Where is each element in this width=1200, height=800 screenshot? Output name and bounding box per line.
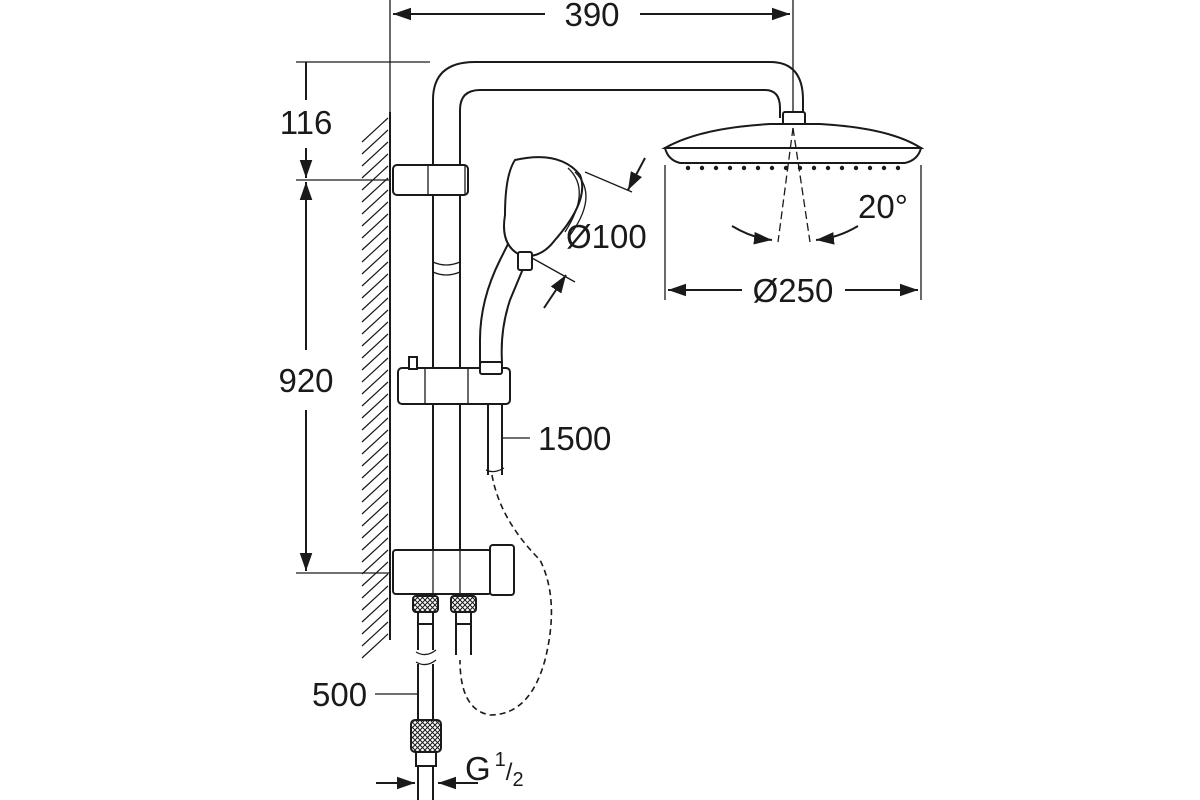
wall-hatch-line (361, 429, 389, 455)
nozzle-dot (825, 165, 831, 171)
hand-shower (479, 156, 587, 363)
wall-hatch-line (361, 261, 389, 287)
wall-hatch-line (361, 297, 389, 323)
nozzle-dot (867, 165, 873, 171)
nozzle-dot (727, 165, 733, 171)
wall-hatch-line (361, 465, 389, 491)
wall-hatch-line (361, 633, 389, 659)
label-500: 500 (312, 676, 367, 713)
dimension-hand-shower: Ø100 (531, 157, 647, 309)
wall-hatch-line (361, 585, 389, 611)
wall-hatch-line (361, 393, 389, 419)
shower-arm (432, 61, 804, 175)
nozzle-dot (713, 165, 719, 171)
riser-rail (432, 175, 461, 552)
wall-hatch-line (361, 153, 389, 179)
wall-hatch-line (361, 621, 389, 647)
wall-hatch-line (361, 201, 389, 227)
dimension-1500: 1500 (502, 420, 611, 457)
connection-nuts (412, 595, 477, 655)
wall-hatch-line (361, 285, 389, 311)
wall-hatch-line (361, 561, 389, 587)
diverter-body (392, 544, 515, 596)
wall-hatch-line (361, 177, 389, 203)
shower-hose (459, 404, 553, 716)
wall-hatch-line (361, 609, 389, 635)
wall-hatch-line (361, 369, 389, 395)
label-390: 390 (564, 0, 619, 33)
wall-hatch-line (361, 453, 389, 479)
wall-hatch-line (361, 237, 389, 263)
wall-hatch-line (361, 537, 389, 563)
nozzle-dot (811, 165, 817, 171)
wall-hatch-line (361, 345, 389, 371)
wall-hatch-line (361, 597, 389, 623)
wall-hatch-line (361, 573, 389, 599)
wall-hatch-line (361, 129, 389, 155)
nozzle-dot (699, 165, 705, 171)
dimension-head-shower: Ø250 20° (664, 165, 922, 309)
nozzle-dot (769, 165, 775, 171)
label-920: 920 (278, 362, 333, 399)
wall-hatch-line (361, 249, 389, 275)
wall-hatch-line (361, 549, 389, 575)
wall-hatch-line (361, 213, 389, 239)
nozzle-dot (685, 165, 691, 171)
label-head-diameter: Ø250 (753, 272, 834, 309)
nozzle-dot (881, 165, 887, 171)
nozzle-dot (741, 165, 747, 171)
dimension-500: 500 (312, 676, 418, 713)
wall-hatch-line (361, 309, 389, 335)
wall-hatch-line (361, 225, 389, 251)
head-shower (661, 111, 925, 245)
label-angle: 20° (858, 188, 908, 225)
top-wall-bracket (392, 164, 469, 196)
wall-hatch-line (361, 333, 389, 359)
wall-hatch-line (361, 165, 389, 191)
wall-hatch-line (361, 513, 389, 539)
sliding-holder (397, 356, 511, 405)
wall-hatch-line (361, 357, 389, 383)
wall-hatch-line (361, 441, 389, 467)
nozzle-dot (839, 165, 845, 171)
wall-hatch-line (361, 117, 389, 143)
supply-hose (410, 649, 442, 800)
nozzle-dot (853, 165, 859, 171)
nozzle-dot (895, 165, 901, 171)
wall-hatch-line (361, 141, 389, 167)
nozzle-dot (755, 165, 761, 171)
wall (361, 112, 391, 659)
label-hand-diameter: Ø100 (566, 218, 647, 255)
wall-hatch-line (361, 525, 389, 551)
wall-hatch-line (361, 477, 389, 503)
wall-hatch-line (361, 501, 389, 527)
label-116: 116 (280, 104, 333, 141)
wall-hatch-line (361, 417, 389, 443)
dimension-390: 390 (389, 0, 794, 112)
wall-hatch-line (361, 489, 389, 515)
wall-hatch-line (361, 189, 389, 215)
dimension-vertical: 116 920 (278, 61, 430, 574)
wall-hatch-line (361, 321, 389, 347)
wall-hatch-line (361, 405, 389, 431)
label-1500: 1500 (538, 420, 611, 457)
wall-hatch-line (361, 381, 389, 407)
wall-hatch-line (361, 273, 389, 299)
